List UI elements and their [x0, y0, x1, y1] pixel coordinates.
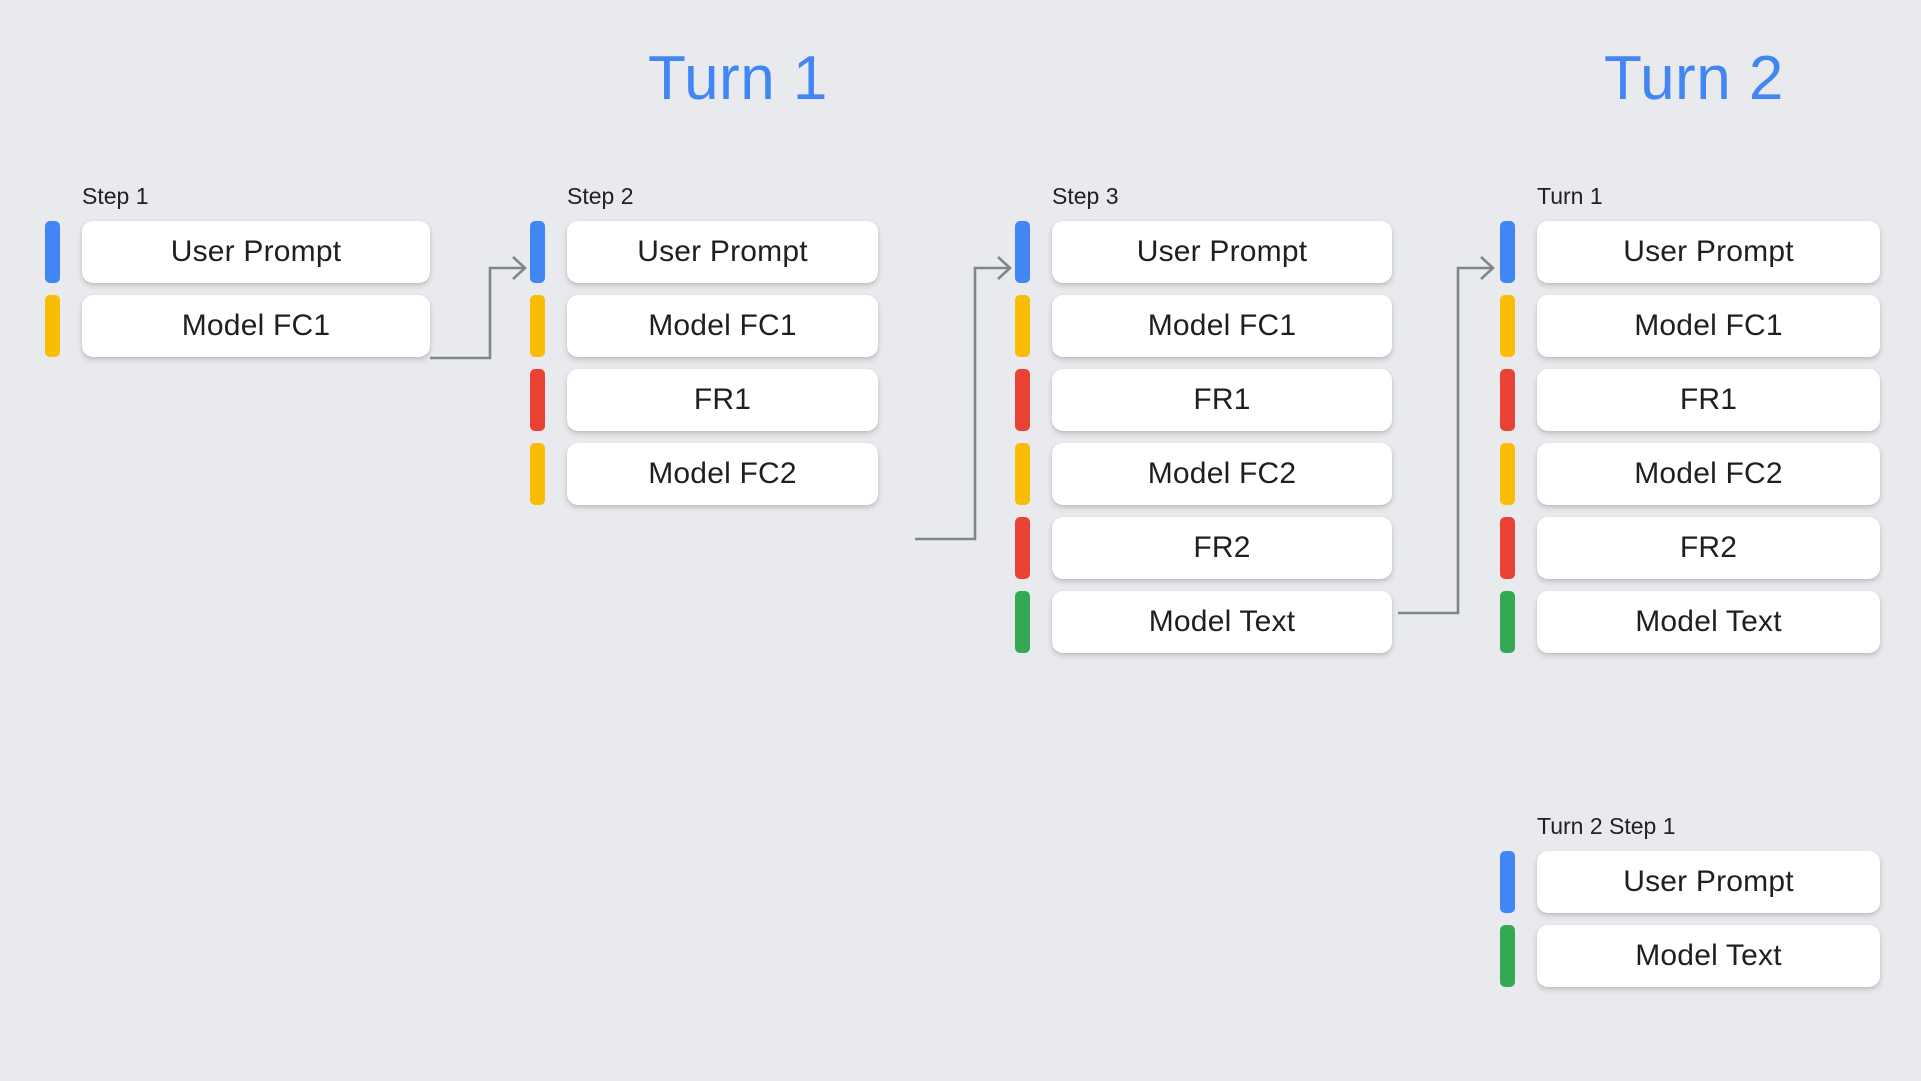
- list-item[interactable]: Model FC1: [45, 295, 430, 357]
- message-card[interactable]: Model FC2: [567, 443, 878, 505]
- message-card[interactable]: Model FC2: [1052, 443, 1392, 505]
- message-card[interactable]: FR2: [1537, 517, 1880, 579]
- message-card[interactable]: User Prompt: [1537, 851, 1880, 913]
- list-item[interactable]: User Prompt: [45, 221, 430, 283]
- list-item[interactable]: User Prompt: [1500, 851, 1880, 913]
- message-card[interactable]: User Prompt: [567, 221, 878, 283]
- column-step-2: Step 2 User Prompt Model FC1 FR1 Model F…: [530, 185, 878, 517]
- column-step-3: Step 3 User Prompt Model FC1 FR1 Model F…: [1015, 185, 1392, 665]
- role-bar-model-fc: [1500, 295, 1515, 357]
- list-item[interactable]: Model Text: [1015, 591, 1392, 653]
- role-bar-function-response: [1500, 369, 1515, 431]
- heading-turn-1: Turn 1: [648, 44, 828, 113]
- list-item[interactable]: User Prompt: [1015, 221, 1392, 283]
- message-card[interactable]: Model Text: [1537, 925, 1880, 987]
- role-bar-model-fc: [1015, 443, 1030, 505]
- message-card[interactable]: Model FC2: [1537, 443, 1880, 505]
- role-bar-model-text: [1500, 925, 1515, 987]
- message-card[interactable]: Model FC1: [1537, 295, 1880, 357]
- list-item[interactable]: Model Text: [1500, 925, 1880, 987]
- list-item[interactable]: FR1: [1015, 369, 1392, 431]
- message-card[interactable]: User Prompt: [1052, 221, 1392, 283]
- message-card[interactable]: Model Text: [1052, 591, 1392, 653]
- role-bar-model-text: [1015, 591, 1030, 653]
- role-bar-function-response: [1015, 369, 1030, 431]
- role-bar-model-text: [1500, 591, 1515, 653]
- column-turn-1-history: Turn 1 User Prompt Model FC1 FR1 Model F…: [1500, 185, 1880, 665]
- message-card[interactable]: Model FC1: [1052, 295, 1392, 357]
- message-card[interactable]: FR1: [567, 369, 878, 431]
- list-item[interactable]: Model Text: [1500, 591, 1880, 653]
- role-bar-model-fc: [45, 295, 60, 357]
- list-item[interactable]: FR1: [530, 369, 878, 431]
- list-item[interactable]: Model FC2: [1015, 443, 1392, 505]
- role-bar-function-response: [1500, 517, 1515, 579]
- list-item[interactable]: User Prompt: [530, 221, 878, 283]
- list-item[interactable]: Model FC1: [1500, 295, 1880, 357]
- message-card[interactable]: FR1: [1537, 369, 1880, 431]
- column-label-turn-2-step-1: Turn 2 Step 1: [1537, 813, 1676, 839]
- role-bar-model-fc: [1015, 295, 1030, 357]
- column-step-1: Step 1 User Prompt Model FC1: [45, 185, 430, 369]
- message-card[interactable]: Model Text: [1537, 591, 1880, 653]
- column-turn-2-step-1: Turn 2 Step 1 User Prompt Model Text: [1500, 815, 1880, 999]
- list-item[interactable]: Model FC1: [530, 295, 878, 357]
- message-card[interactable]: FR2: [1052, 517, 1392, 579]
- list-item[interactable]: Model FC1: [1015, 295, 1392, 357]
- heading-turn-2: Turn 2: [1604, 44, 1784, 113]
- column-label-step-2: Step 2: [567, 183, 634, 209]
- role-bar-model-fc: [1500, 443, 1515, 505]
- message-card[interactable]: Model FC1: [567, 295, 878, 357]
- connector-arrow-step1-to-step2: [430, 256, 527, 360]
- list-item[interactable]: FR2: [1500, 517, 1880, 579]
- list-item[interactable]: Model FC2: [530, 443, 878, 505]
- list-item[interactable]: Model FC2: [1500, 443, 1880, 505]
- connector-arrow-step3-to-turn1: [1398, 256, 1495, 615]
- column-label-turn-1: Turn 1: [1537, 183, 1603, 209]
- list-item[interactable]: FR1: [1500, 369, 1880, 431]
- list-item[interactable]: User Prompt: [1500, 221, 1880, 283]
- message-card[interactable]: Model FC1: [82, 295, 430, 357]
- role-bar-model-fc: [530, 443, 545, 505]
- role-bar-user: [530, 221, 545, 283]
- role-bar-user: [1015, 221, 1030, 283]
- message-card[interactable]: FR1: [1052, 369, 1392, 431]
- list-item[interactable]: FR2: [1015, 517, 1392, 579]
- role-bar-user: [45, 221, 60, 283]
- role-bar-model-fc: [530, 295, 545, 357]
- message-card[interactable]: User Prompt: [1537, 221, 1880, 283]
- role-bar-user: [1500, 851, 1515, 913]
- role-bar-user: [1500, 221, 1515, 283]
- column-label-step-1: Step 1: [82, 183, 149, 209]
- connector-arrow-step2-to-step3: [915, 256, 1012, 541]
- column-label-step-3: Step 3: [1052, 183, 1119, 209]
- message-card[interactable]: User Prompt: [82, 221, 430, 283]
- role-bar-function-response: [1015, 517, 1030, 579]
- role-bar-function-response: [530, 369, 545, 431]
